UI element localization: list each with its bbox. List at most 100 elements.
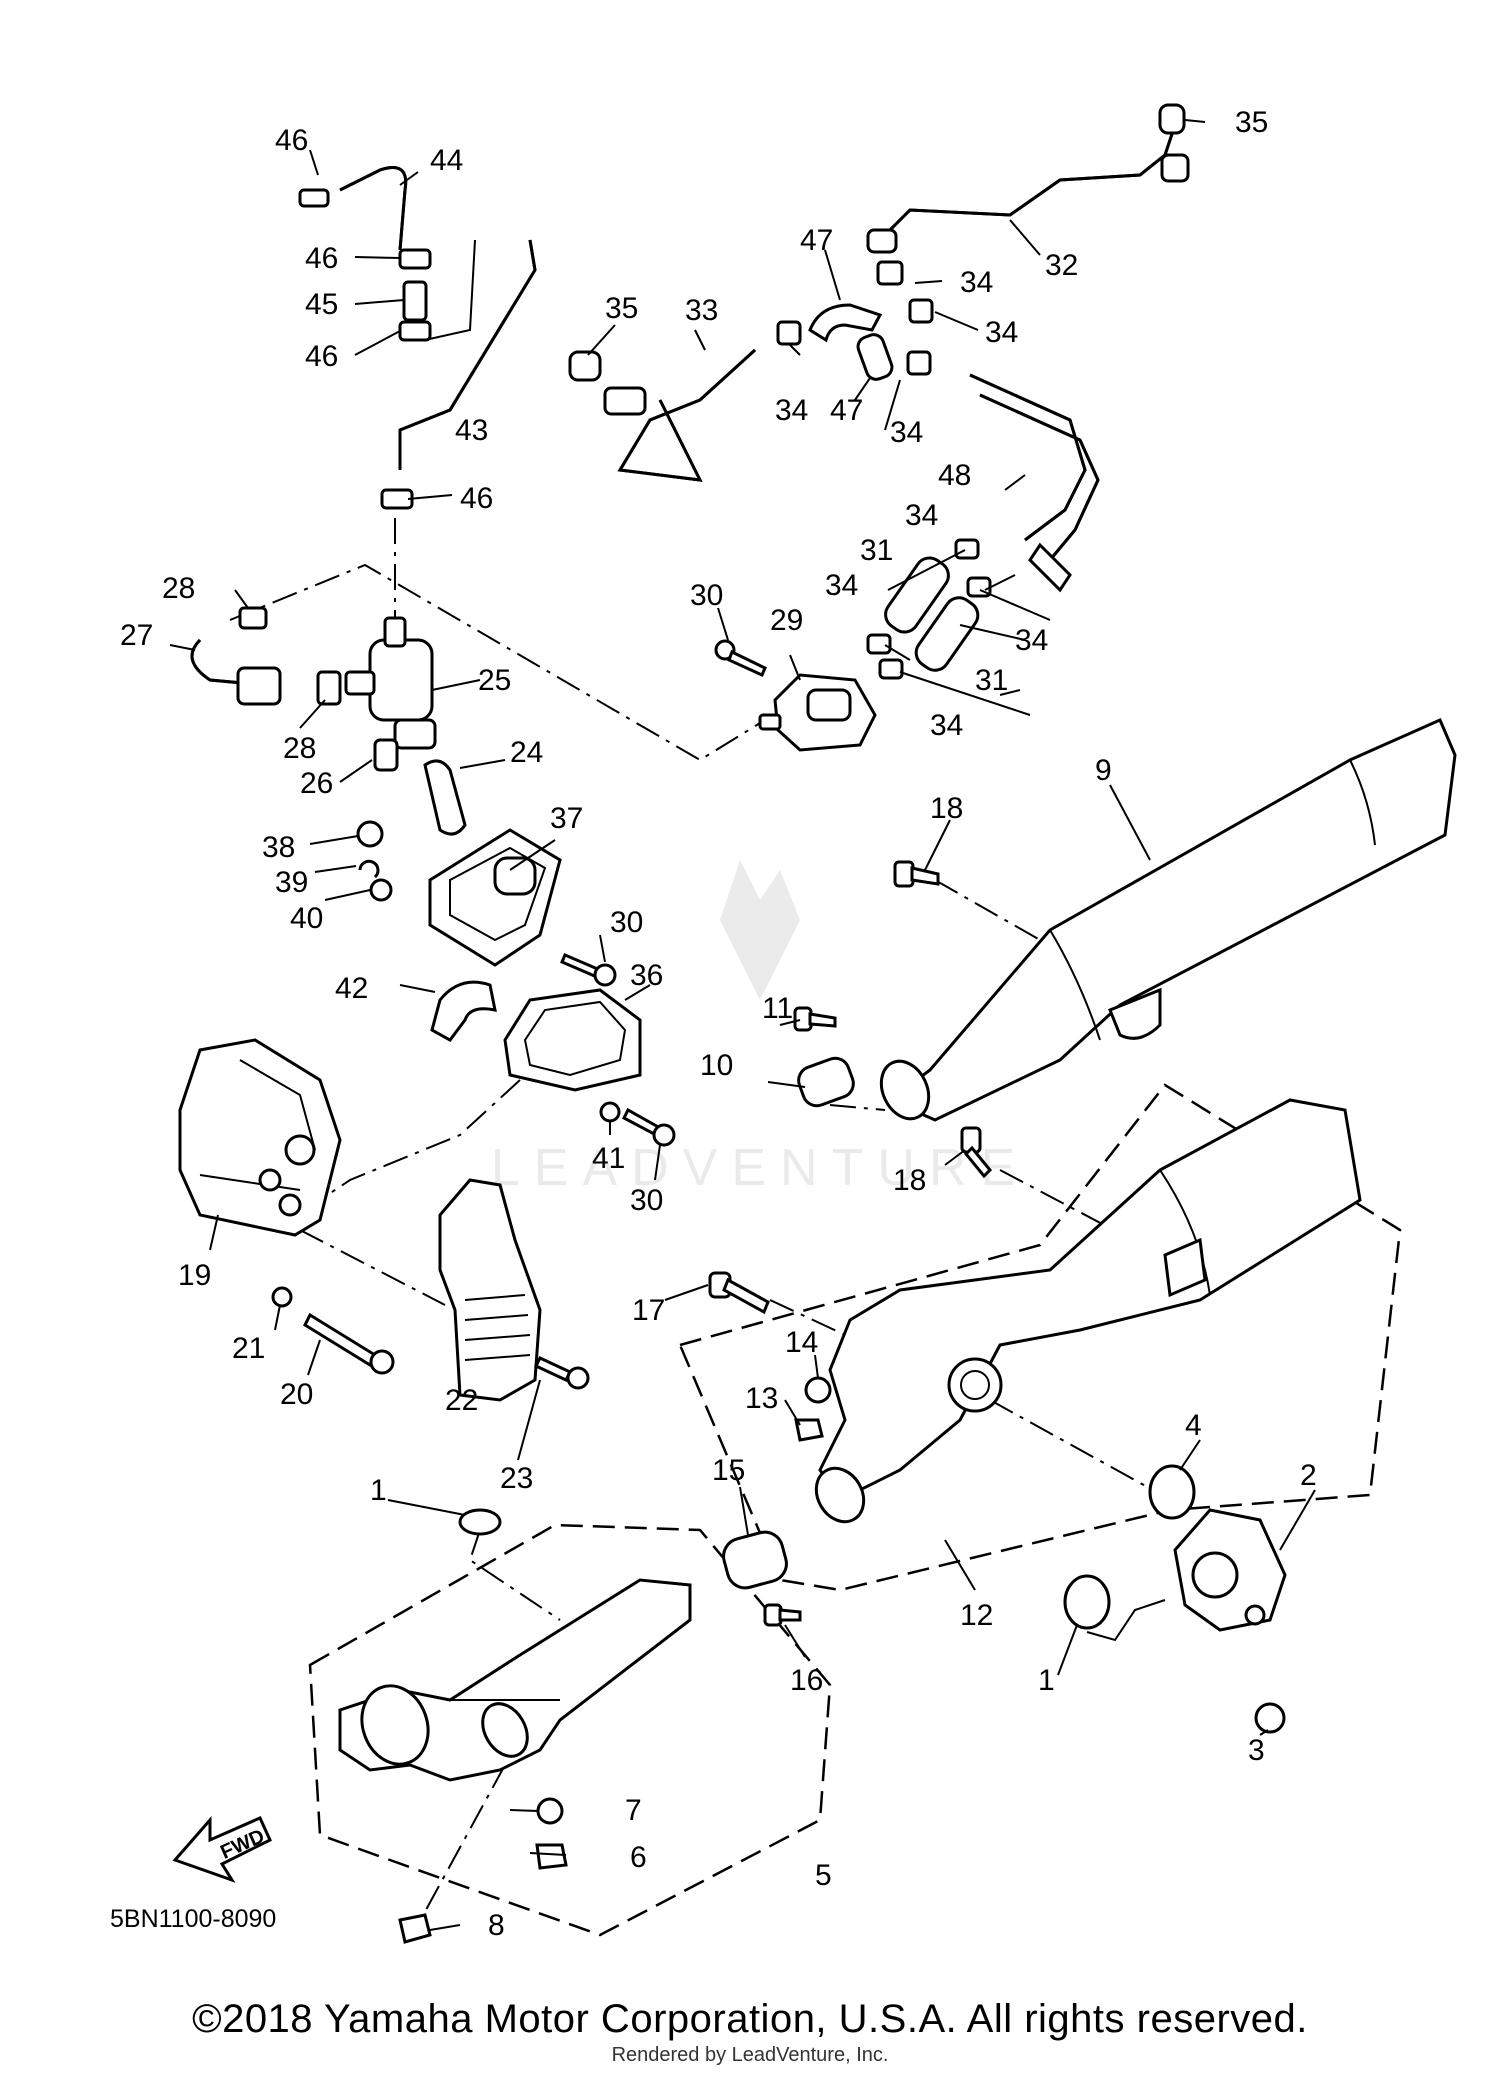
hose-44 (339, 166, 408, 251)
callout-34: 34 (775, 394, 808, 427)
nut-8 (398, 1913, 432, 1944)
bolt-18-lower (960, 1126, 993, 1179)
callout-25: 25 (478, 664, 511, 697)
clamp-46-b (398, 248, 432, 270)
hose-24 (423, 759, 467, 836)
routing-line-29-to-19 (229, 563, 766, 762)
callout-35: 35 (605, 292, 638, 325)
clamp-34-c (866, 633, 892, 655)
bolt-20 (303, 1312, 395, 1375)
nut-6 (535, 1843, 568, 1870)
nut-13 (794, 1418, 824, 1442)
callout-28: 28 (283, 732, 316, 765)
callout-46: 46 (305, 340, 338, 373)
fwd-arrow-icon: FWD (172, 1816, 272, 1883)
muffler-assembly-12 (814, 1098, 1362, 1524)
grommet-35-right (1158, 103, 1186, 135)
callout-40: 40 (290, 902, 323, 935)
callout-33: 33 (685, 294, 718, 327)
callout-5: 5 (815, 1859, 832, 1892)
callout-27: 27 (120, 619, 153, 652)
washer-14 (804, 1376, 832, 1404)
callout-20: 20 (280, 1378, 313, 1411)
callout-46: 46 (275, 124, 308, 157)
washer-40 (369, 878, 393, 902)
routing-line-1 (468, 1529, 561, 1621)
callout-labels: 46 44 46 45 46 43 46 28 27 28 25 24 26 3… (120, 106, 1317, 1942)
callout-14: 14 (785, 1326, 818, 1359)
clamp-34-a (954, 538, 980, 560)
callout-10: 10 (700, 1049, 733, 1082)
washer-21 (271, 1286, 293, 1308)
callout-12: 12 (960, 1599, 993, 1632)
callout-38: 38 (262, 831, 295, 864)
clamp-28-lower (316, 670, 342, 706)
callout-47: 47 (800, 224, 833, 257)
callout-37: 37 (550, 802, 583, 835)
callout-46: 46 (460, 482, 493, 515)
clamp-46-d (380, 488, 414, 510)
callout-34: 34 (825, 569, 858, 602)
callout-31: 31 (975, 664, 1008, 697)
grommet-35-left (568, 350, 602, 382)
watermark-text: LEADVENTURE (491, 1139, 1029, 1197)
callout-9: 9 (1095, 754, 1112, 787)
callout-16: 16 (790, 1664, 823, 1697)
reed-valve-36 (503, 988, 642, 1092)
clamp-34-h (906, 350, 932, 376)
callout-1: 1 (1038, 1664, 1055, 1697)
hose-43 (398, 239, 537, 470)
routing-line-18-lower (999, 1169, 1181, 1266)
nut-3 (1254, 1702, 1286, 1734)
washer-7 (536, 1797, 564, 1825)
callout-48: 48 (938, 459, 971, 492)
callout-11: 11 (762, 992, 793, 1025)
bolt-18-upper (893, 860, 940, 888)
hose-47-upper (808, 303, 883, 343)
routing-line-8 (414, 1764, 506, 1931)
callout-24: 24 (510, 736, 543, 769)
callout-18: 18 (893, 1164, 926, 1197)
callout-42: 42 (335, 972, 368, 1005)
bolt-11 (793, 1006, 837, 1032)
gasket-1-right (1063, 1574, 1111, 1630)
callout-34: 34 (890, 416, 923, 449)
watermark: LEADVENTURE (491, 860, 1029, 1197)
callout-22: 22 (445, 1384, 478, 1417)
callout-2: 2 (1300, 1459, 1317, 1492)
exhaust-pipe-assembly-boundary (308, 1523, 832, 1937)
bolt-23 (533, 1356, 590, 1390)
routing-line-18-upper (934, 879, 1041, 941)
callout-19: 19 (178, 1259, 211, 1292)
callout-34: 34 (985, 316, 1018, 349)
bolt-30-middle (560, 953, 617, 987)
hose-31-lower (914, 596, 980, 672)
air-pipe-32 (866, 124, 1190, 254)
gasket-1-left (458, 1508, 502, 1536)
gasket-4 (1148, 1464, 1196, 1520)
callout-17: 17 (632, 1294, 665, 1327)
callout-36: 36 (630, 959, 663, 992)
callout-4: 4 (1185, 1409, 1202, 1442)
air-injection-valve-29 (758, 673, 877, 752)
bolt-17 (708, 1271, 770, 1315)
callout-45: 45 (305, 288, 338, 321)
joint-2 (1173, 1508, 1287, 1632)
callout-34: 34 (1015, 624, 1048, 657)
air-pipe-33 (603, 348, 757, 482)
reed-valve-cover-37 (428, 828, 562, 967)
cap-26 (373, 738, 399, 772)
clamp-34-f (876, 260, 904, 286)
engine-part-19 (178, 1038, 342, 1237)
bolt-30-lower (622, 1107, 676, 1147)
callout-23: 23 (500, 1462, 533, 1495)
callout-3: 3 (1248, 1734, 1265, 1767)
callout-13: 13 (745, 1382, 778, 1415)
heat-exchanger-22 (438, 1178, 542, 1402)
callout-6: 6 (630, 1841, 647, 1874)
muffler-assembly-boundary (678, 1083, 1402, 1592)
callout-30: 30 (690, 579, 723, 612)
clamp-46-a (298, 188, 330, 208)
callout-26: 26 (300, 767, 333, 800)
